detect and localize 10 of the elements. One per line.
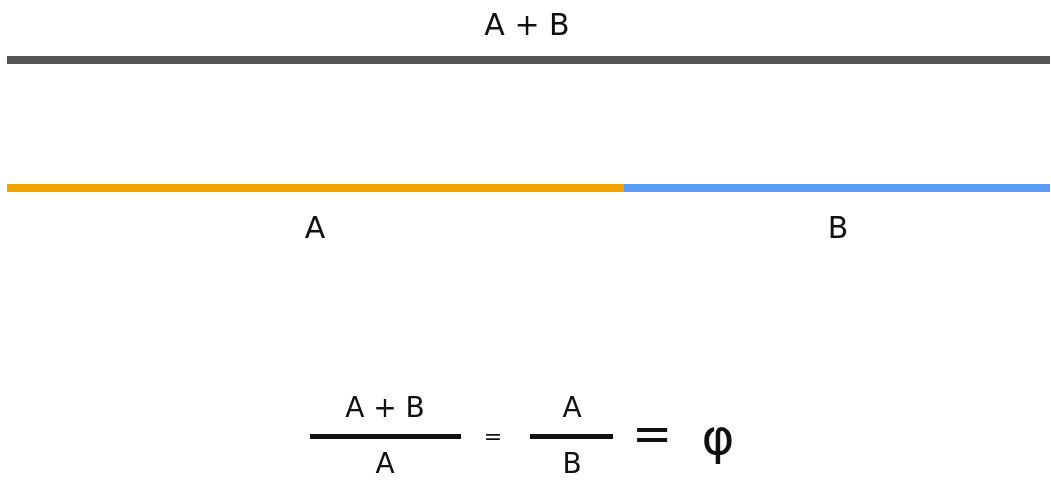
phi-symbol: φ [701, 412, 735, 462]
numerator: A + B [345, 394, 425, 422]
segment-label: A [304, 213, 326, 243]
denominator: B [562, 450, 582, 478]
equals-sign: = [483, 426, 503, 448]
length-label: A + B [484, 10, 570, 40]
denominator: A [375, 450, 395, 478]
equals-sign: = [631, 409, 673, 457]
segment-label: B [827, 213, 849, 243]
numerator: A [562, 394, 582, 422]
